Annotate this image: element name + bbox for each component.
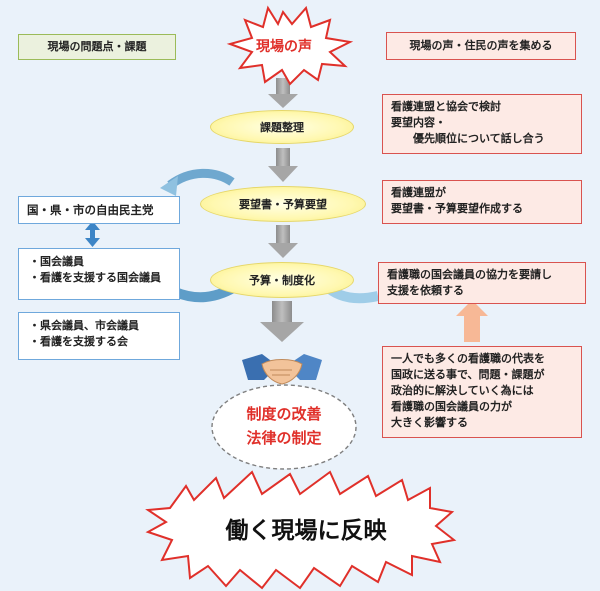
- arrow-down-icon: [260, 301, 304, 342]
- double-arrow-icon: [85, 221, 100, 247]
- red-box-line: 看護職の国会議員の力が: [391, 400, 512, 413]
- red-box-line: 一人でも多くの看護職の代表を: [391, 352, 545, 365]
- result-circle: 制度の改善 法律の制定: [214, 402, 354, 454]
- blue-box-line: ・看護を支援する会: [29, 335, 128, 348]
- issues-label: 現場の問題点・課題: [18, 34, 176, 60]
- party-box: 国・県・市の自由民主党: [18, 196, 180, 224]
- step-organize: 課題整理: [210, 110, 354, 144]
- red-box-line: 国政に送る事で、問題・課題が: [391, 368, 545, 381]
- arrow-up-icon: [456, 300, 488, 342]
- red-box-line: 政治的に解決していく為には: [391, 384, 534, 397]
- result-line: 法律の制定: [246, 429, 322, 447]
- issues-label-text: 現場の問題点・課題: [47, 40, 147, 53]
- step-budget: 予算・制度化: [210, 262, 354, 298]
- red-box-line: 大きく影響する: [391, 416, 468, 429]
- top-burst-shape: [226, 5, 354, 86]
- result-line: 制度の改善: [246, 405, 322, 423]
- burst-bottom-text: 働く現場に反映: [225, 518, 387, 544]
- step-request: 要望書・予算要望: [200, 186, 366, 222]
- voices-label-text: 現場の声・住民の声を集める: [409, 39, 553, 52]
- red-box-line: 支援を依頼する: [387, 284, 464, 297]
- curved-arrow-icon: [160, 168, 235, 196]
- party-box-text: 国・県・市の自由民主党: [27, 203, 154, 217]
- voices-label: 現場の声・住民の声を集める: [386, 32, 576, 60]
- red-box-draft: 看護連盟が 要望書・予算要望作成する: [382, 180, 582, 224]
- blue-box-local: ・県会議員、市会議員 ・看護を支援する会: [18, 312, 180, 360]
- arrow-down-icon: [268, 148, 298, 182]
- arrow-down-icon: [268, 78, 298, 108]
- red-box-influence: 一人でも多くの看護職の代表を 国政に送る事で、問題・課題が 政治的に解決していく…: [382, 346, 582, 438]
- red-box-line: 看護連盟と協会で検討: [391, 100, 501, 113]
- red-box-line: 優先順位について話し合う: [413, 132, 545, 145]
- result-circle-shape: [211, 384, 357, 470]
- blue-box-line: ・県会議員、市会議員: [29, 319, 139, 332]
- red-box-line: 看護職の国会議員の協力を要請し: [387, 268, 552, 281]
- handshake-icon: [242, 354, 322, 385]
- burst-top-text: 現場の声: [256, 39, 312, 55]
- red-box-line: 看護連盟が: [391, 186, 446, 199]
- bottom-burst-shape: [145, 470, 457, 590]
- red-box-discussion: 看護連盟と協会で検討 要望内容・ 優先順位について話し合う: [382, 94, 582, 154]
- blue-box-line: ・国会議員: [29, 255, 84, 268]
- red-box-line: 要望内容・: [391, 116, 446, 129]
- blue-box-line: ・看護を支援する国会議員: [29, 271, 161, 284]
- arrow-down-icon: [268, 225, 298, 258]
- blue-box-diet: ・国会議員 ・看護を支援する国会議員: [18, 248, 180, 300]
- red-box-line: 要望書・予算要望作成する: [391, 202, 523, 215]
- red-box-support: 看護職の国会議員の協力を要請し 支援を依頼する: [378, 262, 586, 304]
